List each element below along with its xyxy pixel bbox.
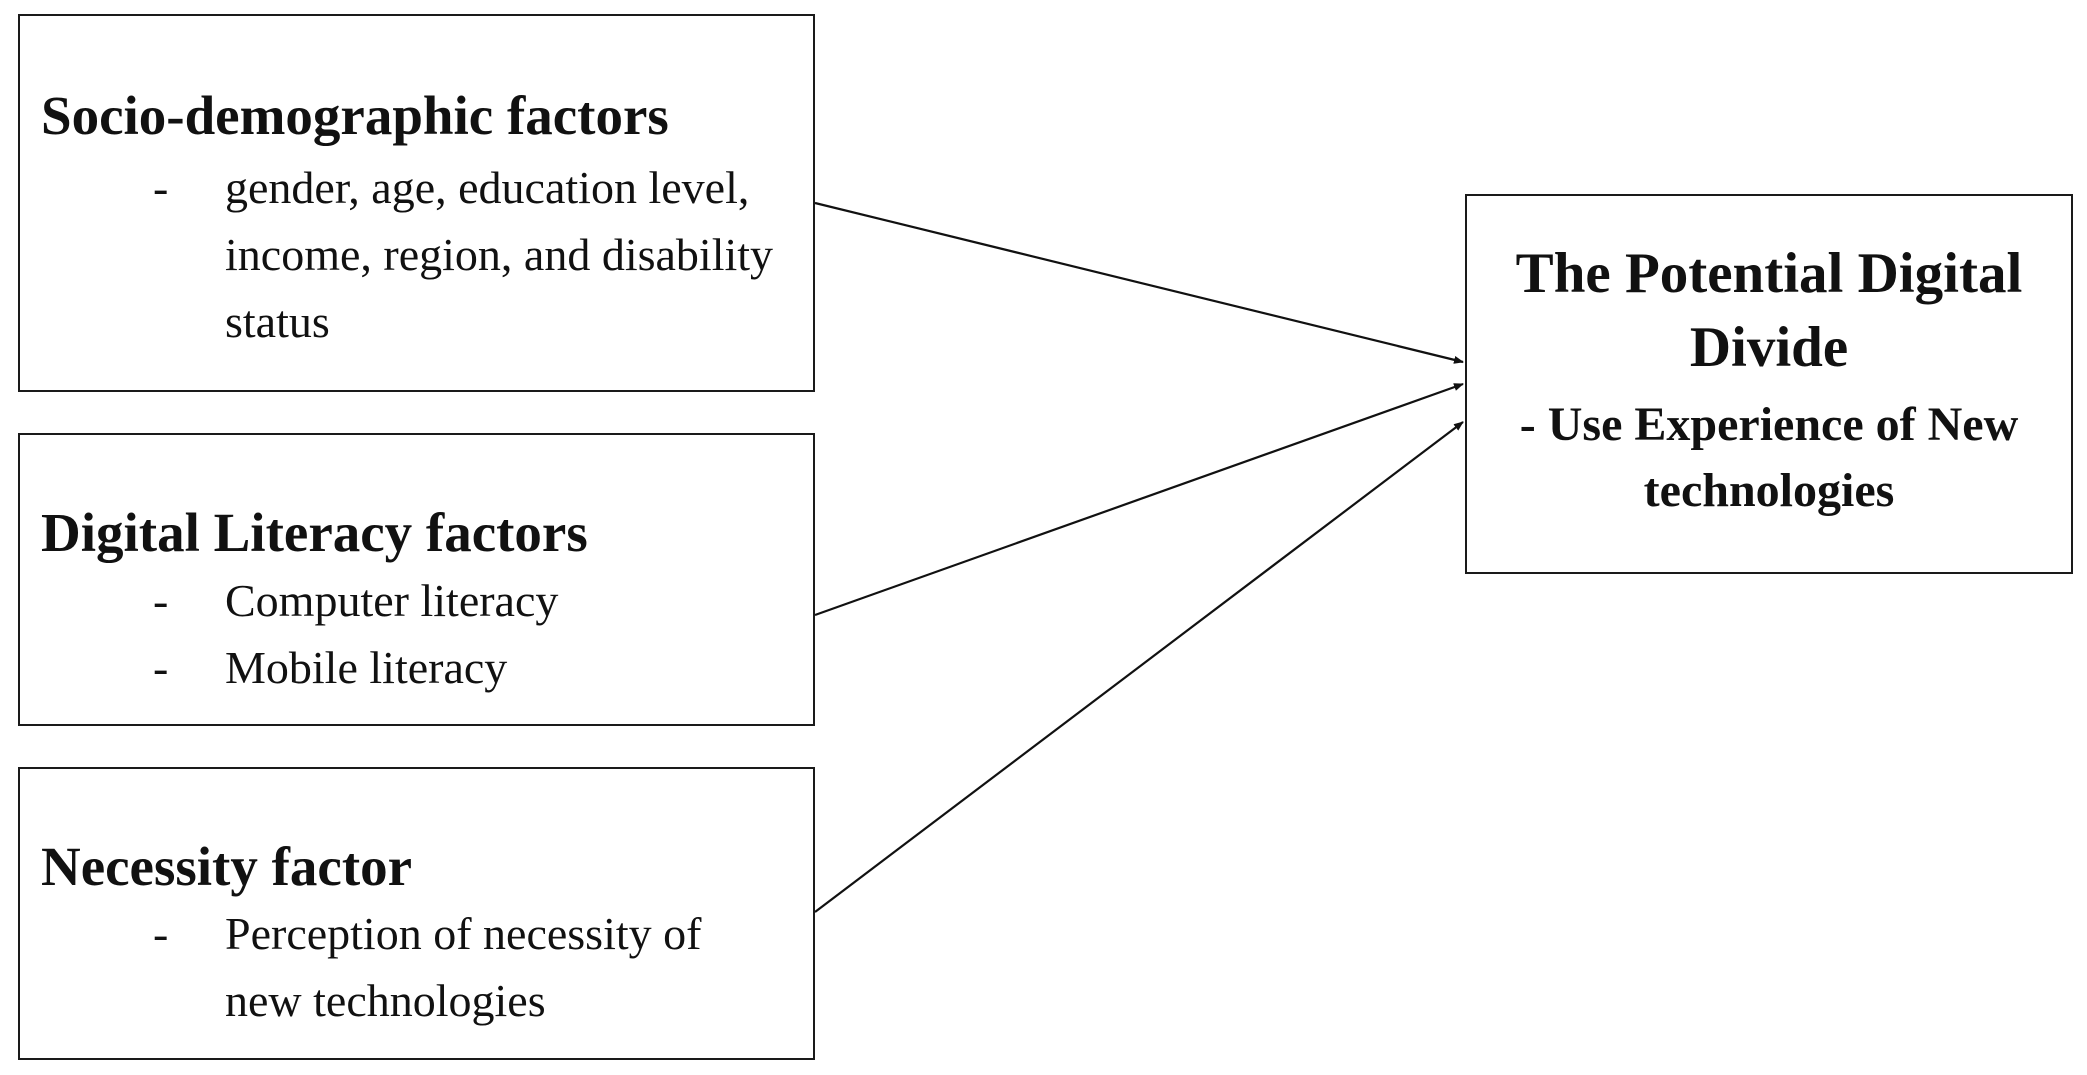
socio-demographic-list: - gender, age, education level, income, … xyxy=(20,154,813,355)
necessity-title: Necessity factor xyxy=(41,836,413,897)
mobile-literacy-text: Mobile literacy xyxy=(225,642,508,693)
socio-demographic-title: Socio-demographic factors xyxy=(41,85,669,146)
list-item: - Mobile literacy xyxy=(20,634,813,701)
necessity-box: Necessity factor - Perception of necessi… xyxy=(18,767,815,1060)
necessity-list: - Perception of necessity of new technol… xyxy=(20,900,813,1034)
digital-divide-subtitle: - Use Experience of New technologies xyxy=(1519,398,2019,517)
list-item: - gender, age, education level, income, … xyxy=(20,154,813,355)
socio-demographic-item-text: gender, age, education level, income, re… xyxy=(225,162,774,347)
digital-literacy-title: Digital Literacy factors xyxy=(41,502,588,563)
bullet-dash: - xyxy=(153,908,169,959)
digital-divide-title: The Potential Digital Divide xyxy=(1515,242,2023,379)
arrow-socio-to-divide xyxy=(814,201,1464,364)
arrow-necessity-to-divide xyxy=(814,421,1464,913)
socio-demographic-box: Socio-demographic factors - gender, age,… xyxy=(18,14,815,392)
bullet-dash: - xyxy=(153,575,169,626)
list-item: - Computer literacy xyxy=(20,567,813,634)
computer-literacy-text: Computer literacy xyxy=(225,575,559,626)
bullet-dash: - xyxy=(153,642,169,693)
arrow-literacy-to-divide xyxy=(814,382,1464,617)
necessity-item-text: Perception of necessity of new technolog… xyxy=(225,908,702,1026)
list-item: - Perception of necessity of new technol… xyxy=(20,900,813,1034)
bullet-dash: - xyxy=(153,162,169,213)
digital-literacy-box: Digital Literacy factors - Computer lite… xyxy=(18,433,815,726)
digital-divide-box: The Potential Digital Divide - Use Exper… xyxy=(1465,194,2073,574)
digital-literacy-list: - Computer literacy - Mobile literacy xyxy=(20,567,813,701)
